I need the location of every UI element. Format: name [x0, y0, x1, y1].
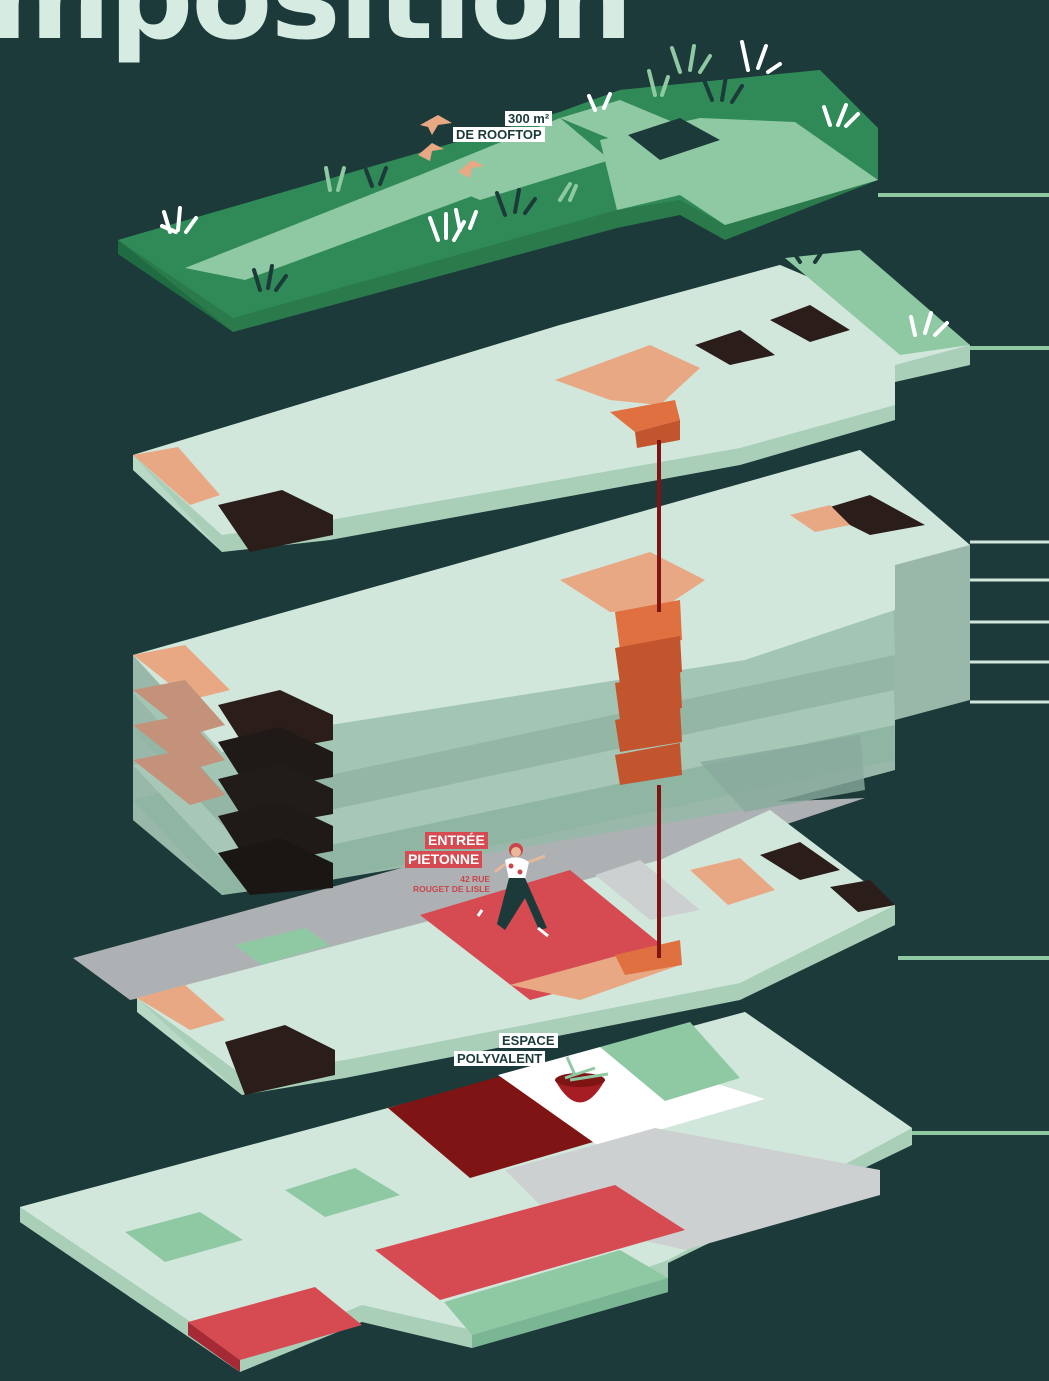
- space-label-line1: ESPACE: [499, 1033, 558, 1048]
- bird-icon: [418, 115, 484, 178]
- address-line2: ROUGET DE LISLE: [413, 884, 490, 894]
- address-line1: 42 RUE: [460, 874, 490, 884]
- person-walking-icon: [476, 843, 549, 938]
- floor-stack: [133, 450, 970, 895]
- page-title: mposition: [0, 0, 633, 56]
- floor-ground: [20, 1012, 912, 1372]
- plant-icon: [160, 40, 949, 337]
- rooftop-area-label: 300 m²: [505, 111, 553, 126]
- rooftop-label: DE ROOFTOP: [453, 127, 545, 142]
- floor-upper: [133, 250, 970, 552]
- floor-entrance: [73, 798, 895, 1095]
- space-label-line2: POLYVALENT: [454, 1051, 546, 1066]
- food-bowl-icon: [555, 1056, 609, 1103]
- entrance-label-line1: ENTRÉE: [425, 832, 488, 849]
- entrance-label-line2: PIETONNE: [405, 851, 483, 868]
- connector-lines: [878, 193, 1049, 1135]
